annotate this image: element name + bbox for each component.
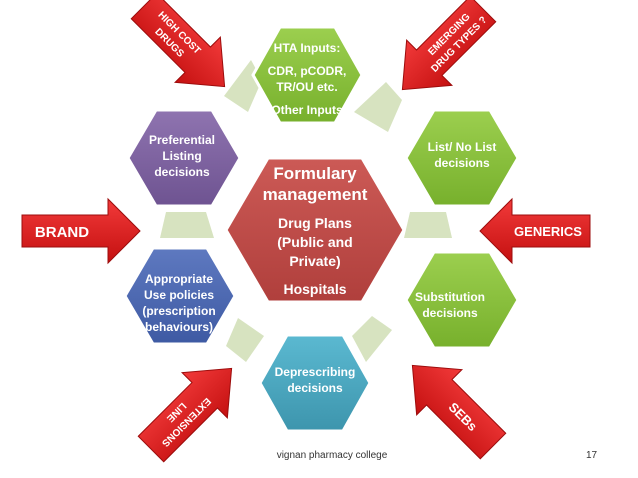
center-body-2: (Public and (277, 234, 352, 250)
hexagon-list-decisions: List/ No List decisions (404, 108, 520, 208)
center-hospitals: Hospitals (283, 281, 346, 297)
appropriate-line-4: behaviours) (145, 320, 213, 334)
arrow-generics: GENERICS (479, 197, 591, 265)
appropriate-line-1: Appropriate (145, 272, 213, 286)
substitution-line-1: Substitution (415, 290, 485, 304)
appropriate-line-2: Use policies (144, 288, 214, 302)
arrow-line-extensions: EXTENSIONS LINE (137, 367, 233, 463)
substitution-line-2: decisions (422, 306, 478, 320)
center-body-3: Private) (289, 253, 340, 269)
deprescribing-line-1: Deprescribing (275, 365, 356, 379)
deprescribing-line-2: decisions (287, 381, 343, 395)
generics-label: GENERICS (514, 224, 582, 239)
hexagon-substitution: Substitution decisions (404, 250, 520, 350)
center-title-2: management (263, 185, 368, 204)
preferential-line-1: Preferential (149, 133, 215, 147)
hexagon-deprescribing: Deprescribing decisions (258, 333, 372, 433)
hexagon-appropriate-use: Appropriate Use policies (prescription b… (123, 246, 237, 346)
preferential-line-3: decisions (154, 165, 210, 179)
hexagon-formulary-management: Formulary management Drug Plans (Public … (224, 156, 406, 304)
center-title-1: Formulary (273, 164, 357, 183)
list-line-1: List/ No List (428, 140, 497, 154)
brand-label: BRAND (35, 224, 89, 241)
connectors (160, 60, 452, 362)
hta-line-3: TR/OU etc. (276, 80, 337, 94)
page-number: 17 (586, 450, 598, 461)
hta-line-1: HTA Inputs: (274, 41, 341, 55)
arrow-emerging-drug-types: EMERGING DRUG TYPES ? (401, 0, 497, 91)
hexagon-hta: HTA Inputs: CDR, pCODR, TR/OU etc. Other… (251, 25, 364, 125)
hexagon-preferential-listing: Preferential Listing decisions (126, 108, 242, 208)
arrow-brand: BRAND (21, 197, 141, 265)
footer-college-name: vignan pharmacy college (276, 450, 388, 461)
hta-line-2: CDR, pCODR, (268, 64, 347, 78)
list-line-2: decisions (434, 156, 490, 170)
hta-line-4: Other Inputs (271, 103, 343, 117)
center-body-1: Drug Plans (278, 215, 352, 231)
appropriate-line-3: (prescription (142, 304, 215, 318)
arrow-sebs: SEBs (411, 364, 507, 460)
preferential-line-2: Listing (162, 149, 201, 163)
